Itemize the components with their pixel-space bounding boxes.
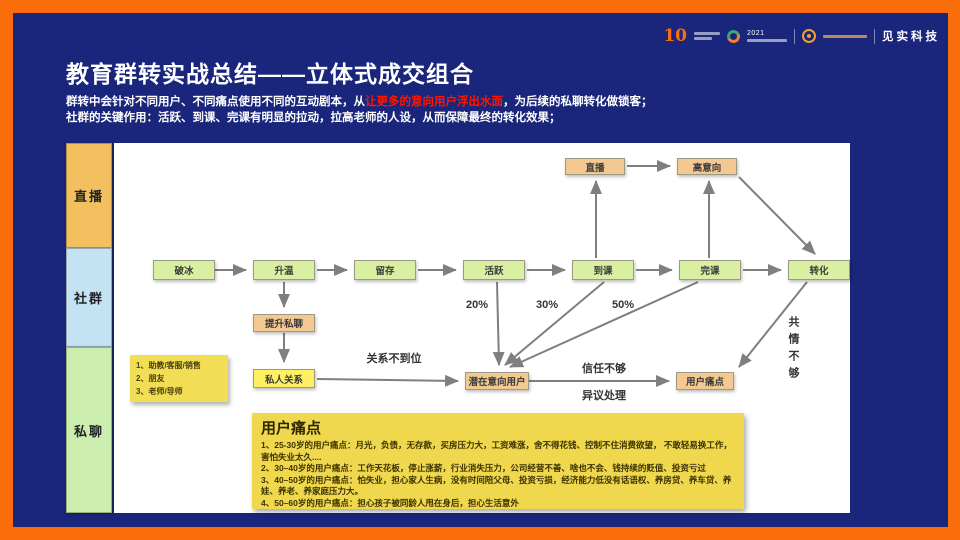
edge-label-30pct: 30%: [536, 299, 559, 311]
intro-line1-highlight: 让更多的意向用户浮出水面: [365, 96, 503, 108]
painpoint-item: 1、25-30岁的用户痛点：月光，负债，无存款，买房压力大，工资难涨，舍不得花钱…: [261, 440, 732, 462]
flow-node-retention: 留存: [354, 260, 416, 280]
flow-node-potential-users: 潜在意向用户: [465, 372, 529, 390]
flow-node-livestream: 直播: [565, 158, 625, 175]
flow-node-finish-class: 完课: [679, 260, 741, 280]
edge-label-empathy: 共情不够: [787, 316, 799, 384]
sidebar-item-private-chat-label: 私聊: [73, 423, 104, 439]
sidebar-item-private-chat: 私聊: [66, 347, 112, 513]
flow-node-active: 活跃: [463, 260, 525, 280]
logo3-ring-icon: [802, 29, 816, 43]
edge-label-50pct: 50%: [612, 299, 635, 311]
flow-node-warmup: 升温: [253, 260, 315, 280]
flow-node-icebreak: 破冰: [153, 260, 215, 280]
painpoints-panel: 用户痛点 1、25-30岁的用户痛点：月光，负债，无存款，买房压力大，工资难涨，…: [252, 413, 744, 509]
flow-node-personal-bond: 私人关系: [253, 369, 315, 388]
sidebar-item-community: 社群: [66, 248, 112, 347]
painpoint-item: 2、30–40岁的用户痛点：工作天花板，停止涨薪，行业消失压力，公司经营不善、啥…: [261, 463, 706, 473]
edge-label-relation: 关系不到位: [366, 353, 422, 365]
note-line: 2、朋友: [136, 374, 165, 383]
flowchart-arrows: [215, 160, 816, 387]
sidebar-item-live-label: 直播: [73, 189, 104, 204]
intro-line1-pre: 群转中会针对不同用户、不同痛点使用不同的互动剧本，从: [66, 96, 365, 108]
logo2-year: 2021: [747, 30, 765, 37]
painpoint-item: 4、50–60岁的用户痛点：担心孩子被同龄人甩在身后，担心生活意外: [261, 497, 519, 508]
channel-sidebar: 直播 社群 私聊: [66, 143, 112, 513]
flow-node-attend-class: 到课: [572, 260, 634, 280]
flow-node-conversion: 转化: [788, 260, 850, 280]
sidebar-item-live: 直播: [66, 143, 112, 248]
logo2-caption: 2021: [747, 30, 787, 42]
logo-bar: 10 2021 见实科技: [663, 24, 940, 48]
painpoints-title: 用户痛点: [261, 420, 322, 437]
flow-node-user-painpoint: 用户痛点: [676, 372, 734, 390]
note-line: 1、助教/客服/销售: [136, 361, 201, 370]
intro-text: 群转中会针对不同用户、不同痛点使用不同的互动剧本，从让更多的意向用户浮出水面，为…: [66, 94, 886, 126]
logo1-mark-icon: 10: [663, 25, 687, 46]
intro-line-1: 群转中会针对不同用户、不同痛点使用不同的互动剧本，从让更多的意向用户浮出水面，为…: [66, 94, 886, 110]
logo1-caption: [694, 32, 720, 40]
flow-node-high-intent: 高意向: [677, 158, 737, 175]
page-title: 教育群转实战总结——立体式成交组合: [66, 61, 474, 87]
note-line: 3、老师/导师: [136, 387, 183, 396]
sidebar-item-community-label: 社群: [73, 291, 104, 306]
edge-label-objection: 异议处理: [582, 390, 626, 402]
edge-label-20pct: 20%: [466, 299, 489, 311]
intro-line1-post: ，为后续的私聊转化做锁客；: [503, 96, 653, 108]
logo-divider: [794, 28, 795, 44]
flowchart-panel: 破冰 升温 留存 活跃 到课 完课 转化 直播 高意向 提升私聊 私人关系 潜在…: [114, 143, 850, 513]
flow-node-boost-chat: 提升私聊: [253, 314, 315, 332]
logo3-caption: [823, 34, 867, 38]
logo2-arcs-icon: [725, 27, 742, 45]
painpoint-item: 3、40–50岁的用户痛点：怕失业，担心家人生病，没有时间陪父母、投资亏损，经济…: [261, 474, 732, 497]
roles-sticky-note: 1、助教/客服/销售 2、朋友 3、老师/导师: [130, 355, 228, 402]
logo-divider: [874, 28, 875, 44]
intro-line-2: 社群的关键作用：活跃、到课、完课有明显的拉动，拉高老师的人设，从而保障最终的转化…: [66, 112, 561, 124]
edge-label-trust: 信任不够: [582, 363, 626, 375]
brand-text: 见实科技: [882, 31, 940, 43]
